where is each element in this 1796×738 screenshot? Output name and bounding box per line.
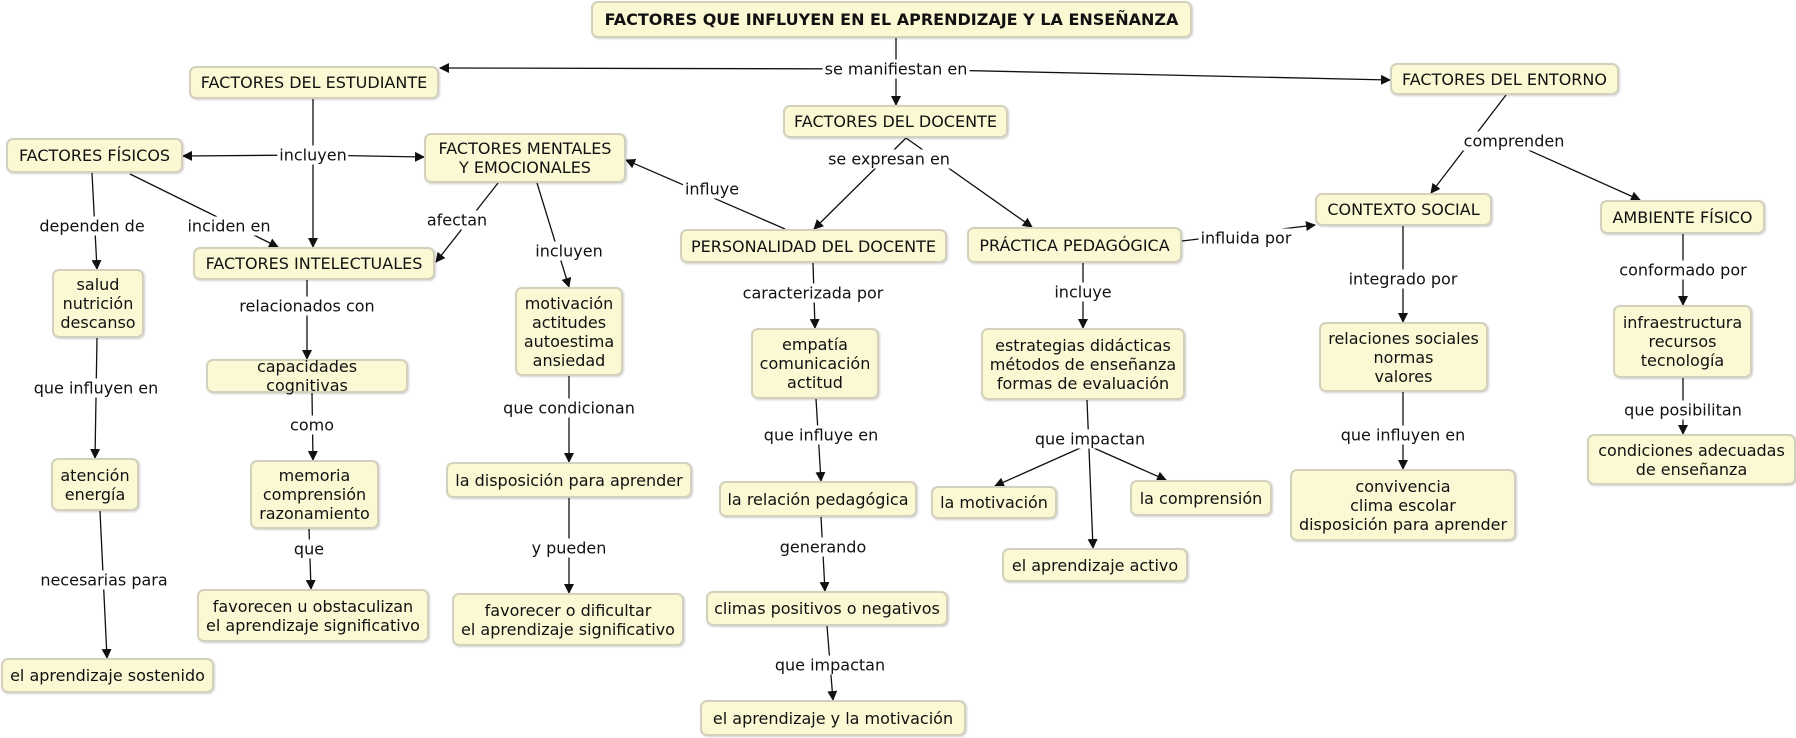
practica-pedagogica: PRÁCTICA PEDAGÓGICA <box>967 227 1182 263</box>
link-inciden-en: inciden en <box>185 216 273 236</box>
personalidad-docente: PERSONALIDAD DEL DOCENTE <box>680 229 947 263</box>
relaciones-sociales-normas-valores: relaciones sociales normas valores <box>1319 322 1488 392</box>
factores-estudiante: FACTORES DEL ESTUDIANTE <box>189 66 439 99</box>
link-se-manifiestan-en: se manifiestan en <box>822 59 970 79</box>
link-como: como <box>288 415 336 435</box>
favorecer-dificultar: favorecer o dificultar el aprendizaje si… <box>452 593 684 646</box>
infraestructura-recursos-tecnologia: infraestructura recursos tecnología <box>1613 305 1752 378</box>
disposicion-para-aprender: la disposición para aprender <box>446 462 692 498</box>
salud-nutricion-descanso: salud nutrición descanso <box>52 269 144 338</box>
aprendizaje-sostenido: el aprendizaje sostenido <box>1 658 214 693</box>
link-necesarias-para: necesarias para <box>38 570 170 590</box>
connector-line <box>1086 444 1167 481</box>
connector-line <box>305 528 316 590</box>
link-dependen-de: dependen de <box>37 216 147 236</box>
link-y-pueden: y pueden <box>529 538 609 558</box>
connector-line <box>129 173 279 248</box>
connector-line <box>1086 399 1098 549</box>
relacion-pedagogica: la relación pedagógica <box>719 481 917 517</box>
aprendizaje-activo: el aprendizaje activo <box>1002 548 1188 582</box>
motivacion-actitudes-autoestima: motivación actitudes autoestima ansiedad <box>515 287 623 376</box>
link-comprenden: comprenden <box>1461 131 1567 151</box>
empatia-comunicacion-actitud: empatía comunicación actitud <box>751 328 879 399</box>
link-incluyen-mentales: incluyen <box>533 241 605 261</box>
ambiente-fisico: AMBIENTE FÍSICO <box>1600 200 1765 234</box>
link-que-influyen-en-fisicos: que influyen en <box>31 378 161 398</box>
factores-mentales: FACTORES MENTALES Y EMOCIONALES <box>424 133 626 183</box>
link-que-impactan-practica: que impactan <box>1032 429 1148 449</box>
link-relacionados-con: relacionados con <box>237 296 377 316</box>
memoria-comprension-razonamiento: memoria comprensión razonamiento <box>250 460 379 529</box>
link-se-expresan-en: se expresan en <box>826 149 952 169</box>
link-influye: influye <box>682 179 742 199</box>
link-influida-por: influida por <box>1198 228 1294 248</box>
aprendizaje-y-motivacion: el aprendizaje y la motivación <box>700 700 966 736</box>
condiciones-adecuadas: condiciones adecuadas de enseñanza <box>1587 434 1796 485</box>
link-integrado-por: integrado por <box>1346 269 1460 289</box>
connector-line <box>994 444 1088 487</box>
link-conformado-por: conformado por <box>1617 260 1749 280</box>
capacidades-cognitivas: capacidades cognitivas <box>206 357 408 395</box>
factores-entorno: FACTORES DEL ENTORNO <box>1390 63 1619 95</box>
factores-intelectuales: FACTORES INTELECTUALES <box>193 247 435 280</box>
link-caracterizada-por: caracterizada por <box>740 283 886 303</box>
connector-line <box>439 63 897 74</box>
link-que-condicionan: que condicionan <box>501 398 637 418</box>
link-afectan: afectan <box>424 210 490 230</box>
atencion-energia: atención energía <box>51 458 139 511</box>
link-incluyen: incluyen <box>277 145 349 165</box>
link-que-influyen-en-social: que influyen en <box>1338 425 1468 445</box>
contexto-social: CONTEXTO SOCIAL <box>1315 193 1492 226</box>
factores-docente: FACTORES DEL DOCENTE <box>783 105 1008 138</box>
link-generando: generando <box>777 537 869 557</box>
factores-fisicos: FACTORES FÍSICOS <box>6 138 183 173</box>
link-que-influye-en: que influye en <box>761 425 881 445</box>
link-que-posibilitan: que posibilitan <box>1622 400 1744 420</box>
favorecen-obstaculizan: favorecen u obstaculizan el aprendizaje … <box>197 589 429 642</box>
estrategias-metodos-evaluacion: estrategias didácticas métodos de enseña… <box>981 328 1185 400</box>
la-motivacion: la motivación <box>931 486 1057 519</box>
connector-line <box>90 337 101 459</box>
connector-line <box>895 68 1391 85</box>
link-que-impactan-docente: que impactan <box>772 655 888 675</box>
la-comprension: la comprensión <box>1130 480 1272 516</box>
link-incluye: incluye <box>1052 282 1114 302</box>
convivencia-clima-disposicion: convivencia clima escolar disposición pa… <box>1290 469 1516 541</box>
connector-line <box>536 182 572 288</box>
root-concept: FACTORES QUE INFLUYEN EN EL APRENDIZAJE … <box>591 1 1192 38</box>
link-que: que <box>291 539 327 559</box>
climas-positivos-negativos: climas positivos o negativos <box>706 591 948 626</box>
